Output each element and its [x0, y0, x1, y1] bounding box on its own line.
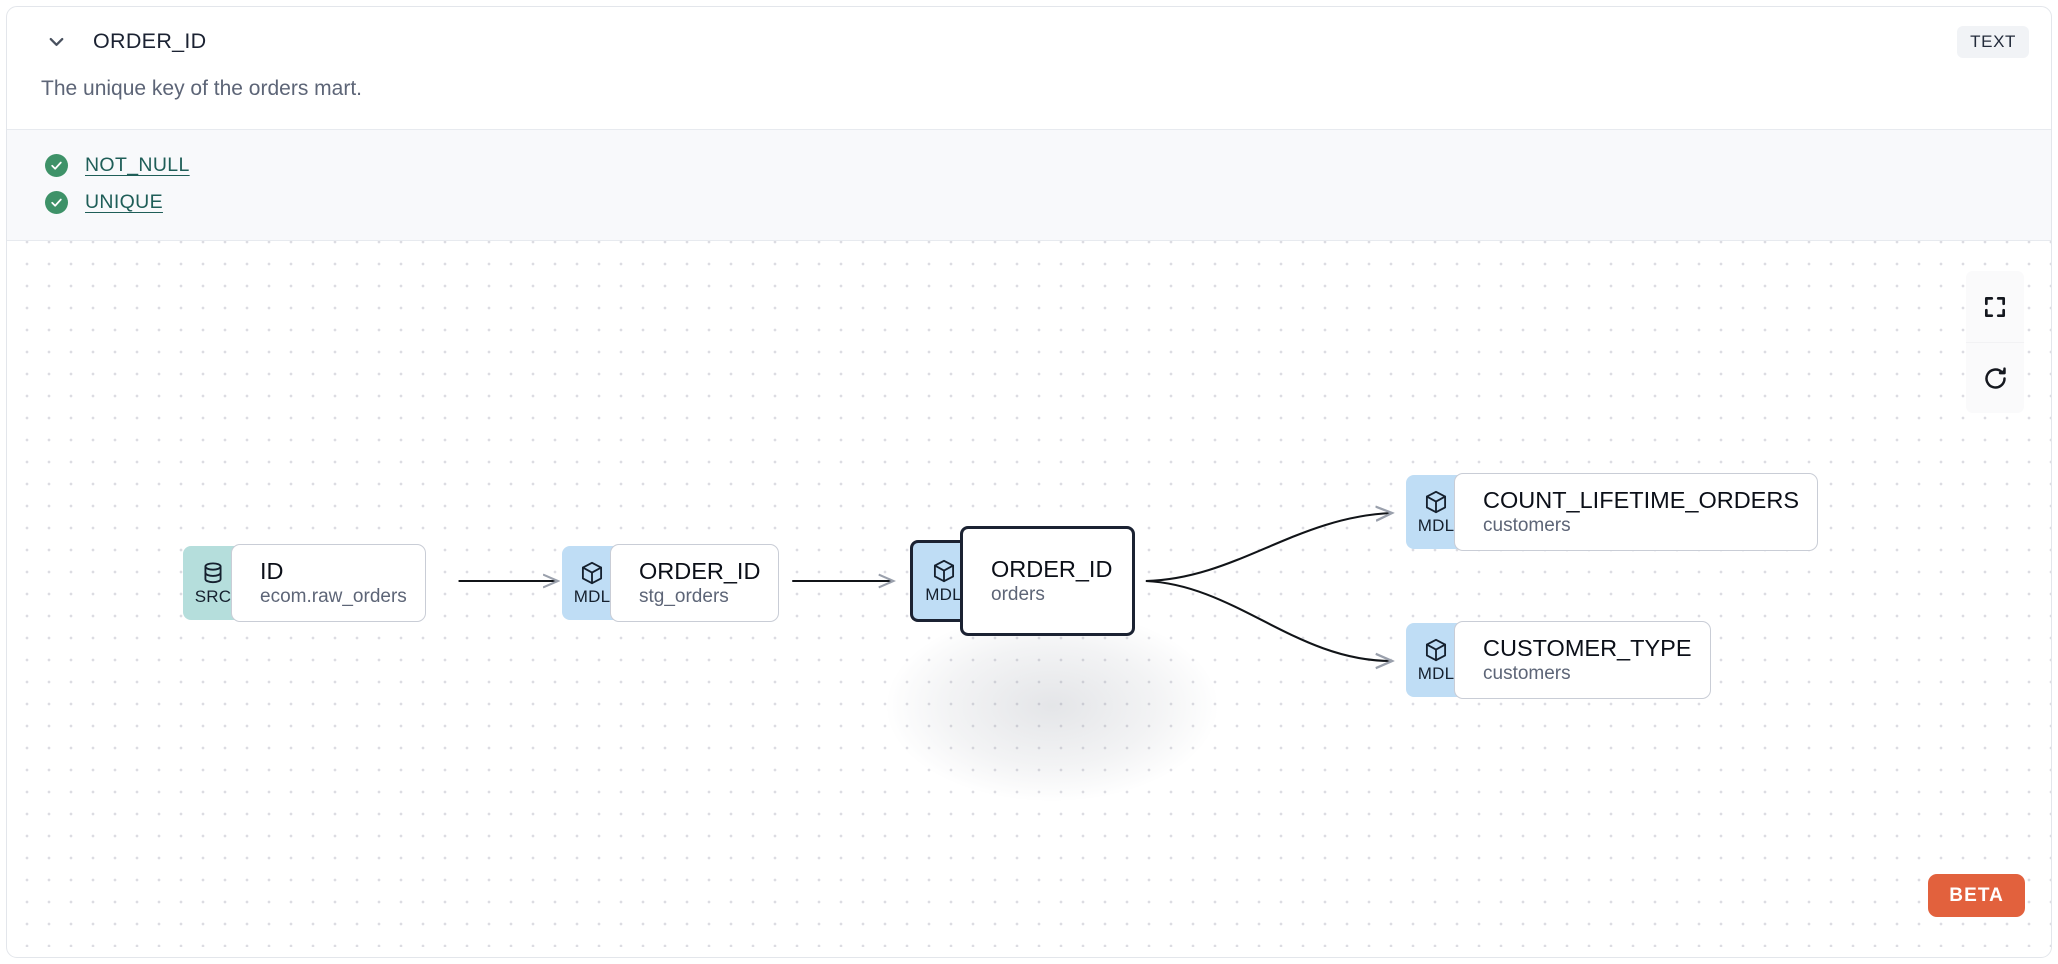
- node-column-name: CUSTOMER_TYPE: [1483, 635, 1692, 662]
- node-body: COUNT_LIFETIME_ORDERS customers: [1454, 473, 1818, 552]
- node-column-name: COUNT_LIFETIME_ORDERS: [1483, 487, 1799, 514]
- column-header: ORDER_ID TEXT: [7, 7, 2051, 76]
- node-model-name: ecom.raw_orders: [260, 586, 407, 608]
- lineage-node-src-id[interactable]: SRC ID ecom.raw_orders: [183, 544, 426, 623]
- check-circle-icon: [45, 154, 68, 178]
- node-column-name: ORDER_ID: [991, 556, 1113, 583]
- node-body: ORDER_ID stg_orders: [610, 544, 780, 623]
- node-column-name: ID: [260, 558, 284, 585]
- cube-icon: [1425, 638, 1447, 661]
- node-body: CUSTOMER_TYPE customers: [1454, 621, 1711, 700]
- beta-badge[interactable]: BETA: [1928, 874, 2025, 918]
- node-model-name: customers: [1483, 515, 1571, 537]
- node-body: ORDER_ID orders: [960, 526, 1136, 637]
- test-link-unique[interactable]: UNIQUE: [85, 191, 163, 214]
- test-row: NOT_NULL: [7, 147, 2051, 184]
- lineage-node-stg-order-id[interactable]: MDL ORDER_ID stg_orders: [562, 544, 780, 623]
- node-badge-label: SRC: [194, 586, 232, 606]
- column-description: The unique key of the orders mart.: [41, 77, 362, 100]
- cube-icon: [1425, 490, 1447, 513]
- database-icon: [204, 562, 222, 583]
- lineage-node-count-lifetime-orders[interactable]: MDL COUNT_LIFETIME_ORDERS customers: [1406, 473, 1818, 552]
- lineage-graph-canvas[interactable]: SRC ID ecom.raw_orders MDL ORDER_ID stg_…: [7, 241, 2051, 948]
- node-model-name: orders: [991, 584, 1045, 606]
- check-circle-icon: [45, 191, 68, 215]
- test-row: UNIQUE: [7, 184, 2051, 221]
- node-badge-label: MDL: [925, 584, 962, 604]
- fit-view-icon[interactable]: [1966, 271, 2024, 343]
- node-model-name: stg_orders: [639, 586, 729, 608]
- node-badge-label: MDL: [1417, 515, 1455, 535]
- cube-icon: [933, 559, 954, 582]
- lineage-node-customer-type[interactable]: MDL CUSTOMER_TYPE customers: [1406, 621, 1711, 700]
- node-body: ID ecom.raw_orders: [231, 544, 426, 623]
- chevron-down-icon[interactable]: [41, 27, 71, 57]
- node-badge-label: MDL: [573, 586, 611, 606]
- node-model-name: customers: [1483, 663, 1571, 685]
- column-detail-card: ORDER_ID TEXT The unique key of the orde…: [6, 6, 2052, 958]
- tests-section: NOT_NULL UNIQUE: [7, 129, 2051, 242]
- lineage-edges: [458, 241, 2051, 947]
- page-title: ORDER_ID: [93, 29, 207, 53]
- refresh-icon[interactable]: [1966, 342, 2024, 414]
- lineage-node-orders-order-id[interactable]: MDL ORDER_ID orders: [910, 526, 1136, 637]
- node-badge-label: MDL: [1417, 663, 1455, 683]
- data-type-badge: TEXT: [1957, 25, 2029, 58]
- node-column-name: ORDER_ID: [639, 558, 761, 585]
- test-link-not-null[interactable]: NOT_NULL: [85, 154, 190, 177]
- cube-icon: [581, 561, 603, 584]
- canvas-controls: [1966, 271, 2024, 414]
